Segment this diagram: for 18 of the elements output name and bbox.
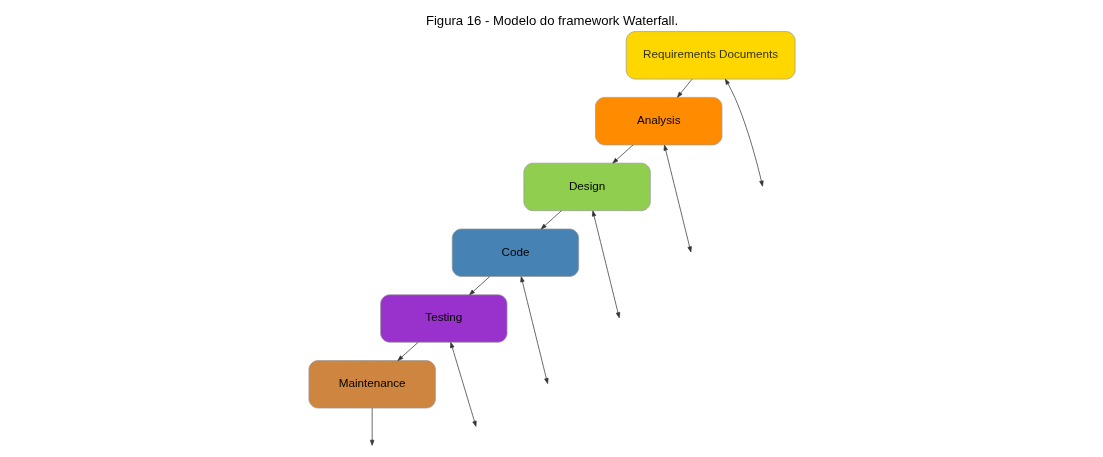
node-box: Testing: [379, 294, 507, 343]
node-box: Code: [451, 228, 579, 277]
arrow: [591, 210, 620, 319]
arrow: [663, 144, 692, 253]
node-box: Maintenance: [308, 360, 436, 409]
node-box: Analysis: [594, 97, 722, 146]
node-box: Requirements Documents: [625, 31, 795, 80]
arrow: [540, 210, 562, 230]
arrow: [519, 276, 548, 384]
node-box: Design: [523, 162, 651, 212]
arrow: [724, 78, 763, 187]
arrow: [369, 407, 374, 446]
arrow: [611, 144, 633, 164]
diagram-title: Figura 16 - Modelo do framework Waterfall.: [425, 12, 678, 28]
arrow: [468, 276, 490, 296]
arrow: [676, 78, 692, 98]
arrow: [449, 342, 477, 427]
arrow: [397, 341, 418, 361]
